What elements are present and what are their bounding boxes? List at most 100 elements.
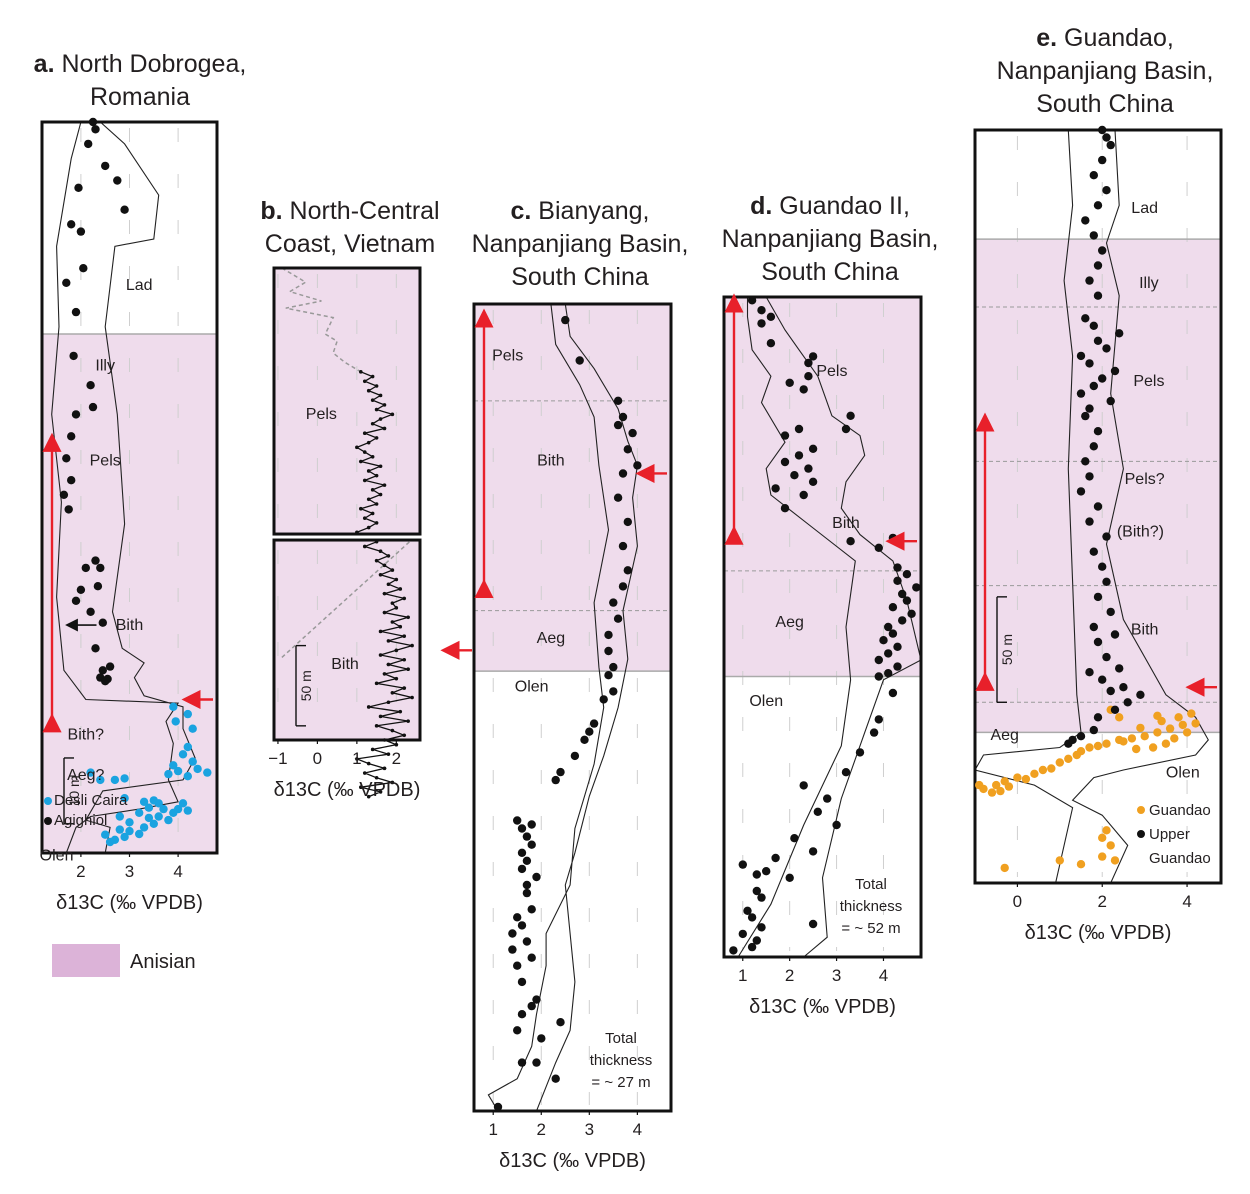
panel-frame — [722, 295, 923, 959]
data-point — [154, 812, 163, 821]
data-point — [101, 830, 110, 839]
data-point — [527, 820, 536, 829]
data-point — [623, 445, 632, 454]
frame-break — [272, 534, 422, 541]
line-point — [374, 558, 379, 563]
data-point — [589, 719, 599, 728]
data-point — [1140, 732, 1149, 741]
data-point — [139, 823, 149, 832]
data-point — [91, 125, 100, 134]
line-point — [366, 794, 371, 799]
stage-label: Olen — [1166, 765, 1200, 782]
x-axis-label: δ13C (‰ VPDB) — [499, 1150, 646, 1172]
line-point — [370, 374, 375, 379]
line-point — [390, 728, 395, 733]
data-point — [766, 312, 776, 321]
data-point — [144, 803, 154, 812]
x-tick-label: 2 — [785, 966, 794, 985]
line-point — [374, 502, 379, 506]
svg-text:a. North Dobrogea,: a. North Dobrogea, — [34, 50, 247, 78]
data-point — [888, 603, 898, 612]
x-axis-label: δ13C (‰ VPDB) — [56, 892, 203, 914]
data-point — [1093, 291, 1103, 300]
data-point — [91, 644, 100, 653]
dashed-trace — [281, 267, 362, 373]
data-point — [188, 757, 197, 766]
line-point — [390, 780, 395, 785]
x-tick-label: 1 — [488, 1120, 497, 1139]
line-point — [398, 709, 403, 714]
line-point — [382, 426, 387, 431]
data-point — [103, 674, 112, 684]
x-tick-label: 0 — [1013, 892, 1022, 911]
line-point — [378, 492, 383, 497]
data-point — [1076, 747, 1086, 756]
line-point — [382, 403, 387, 407]
data-point — [846, 411, 855, 420]
data-point — [1119, 737, 1128, 746]
data-point — [169, 761, 178, 770]
data-point — [1068, 735, 1077, 745]
data-point — [183, 806, 192, 815]
data-point — [1102, 826, 1111, 835]
data-point — [532, 872, 541, 882]
data-point — [532, 995, 541, 1004]
line-point — [390, 691, 395, 695]
data-point — [69, 351, 78, 361]
stage-label: Pels — [90, 453, 121, 470]
data-point — [888, 688, 898, 698]
line-point — [355, 445, 359, 450]
line-point — [366, 388, 371, 393]
line-point — [359, 370, 363, 374]
stage-label: Bith — [537, 452, 565, 469]
line-point — [362, 450, 367, 454]
data-point — [832, 820, 841, 830]
data-point — [884, 649, 893, 658]
thickness-note: = ~ 27 m — [591, 1074, 650, 1091]
data-point — [618, 469, 628, 478]
line-point — [382, 563, 387, 568]
data-point — [1102, 739, 1111, 748]
data-point — [193, 764, 202, 774]
panel-title-line: c. Bianyang, — [511, 197, 650, 225]
line-point — [390, 568, 395, 572]
data-point — [1191, 719, 1200, 728]
stage-label: Bith — [1131, 622, 1159, 639]
data-point — [1076, 487, 1086, 496]
data-point — [517, 1010, 527, 1019]
data-point — [1055, 758, 1065, 767]
data-point — [1085, 276, 1094, 285]
data-point — [1089, 442, 1099, 451]
line-point — [374, 521, 379, 525]
line-point — [394, 577, 399, 582]
line-point — [378, 790, 383, 794]
data-point — [1106, 686, 1115, 696]
x-tick-label: 1 — [738, 966, 747, 985]
data-point — [98, 618, 108, 627]
data-point — [841, 424, 851, 434]
data-point — [135, 808, 144, 817]
x-tick-label: 4 — [1182, 892, 1191, 911]
data-point — [67, 476, 76, 485]
stage-label: Pels — [306, 406, 337, 423]
data-point — [62, 278, 71, 287]
line-point — [362, 544, 367, 549]
data-point — [62, 454, 71, 463]
data-point — [115, 825, 125, 834]
data-point — [105, 662, 115, 671]
data-point — [747, 913, 757, 922]
data-point — [159, 804, 168, 814]
data-point — [804, 372, 813, 381]
data-point — [893, 563, 902, 572]
panel-c: c. Bianyang,Nanpanjiang Basin,South Chin… — [472, 197, 689, 1172]
data-point — [188, 724, 197, 733]
line-point — [378, 464, 383, 469]
data-point — [1127, 734, 1137, 743]
stage-label: Lad — [126, 277, 153, 294]
line-point — [378, 417, 383, 421]
line-point — [394, 648, 399, 653]
data-point — [115, 812, 125, 821]
legend-entry: Desli Caira — [54, 792, 128, 809]
line-point — [382, 591, 387, 596]
